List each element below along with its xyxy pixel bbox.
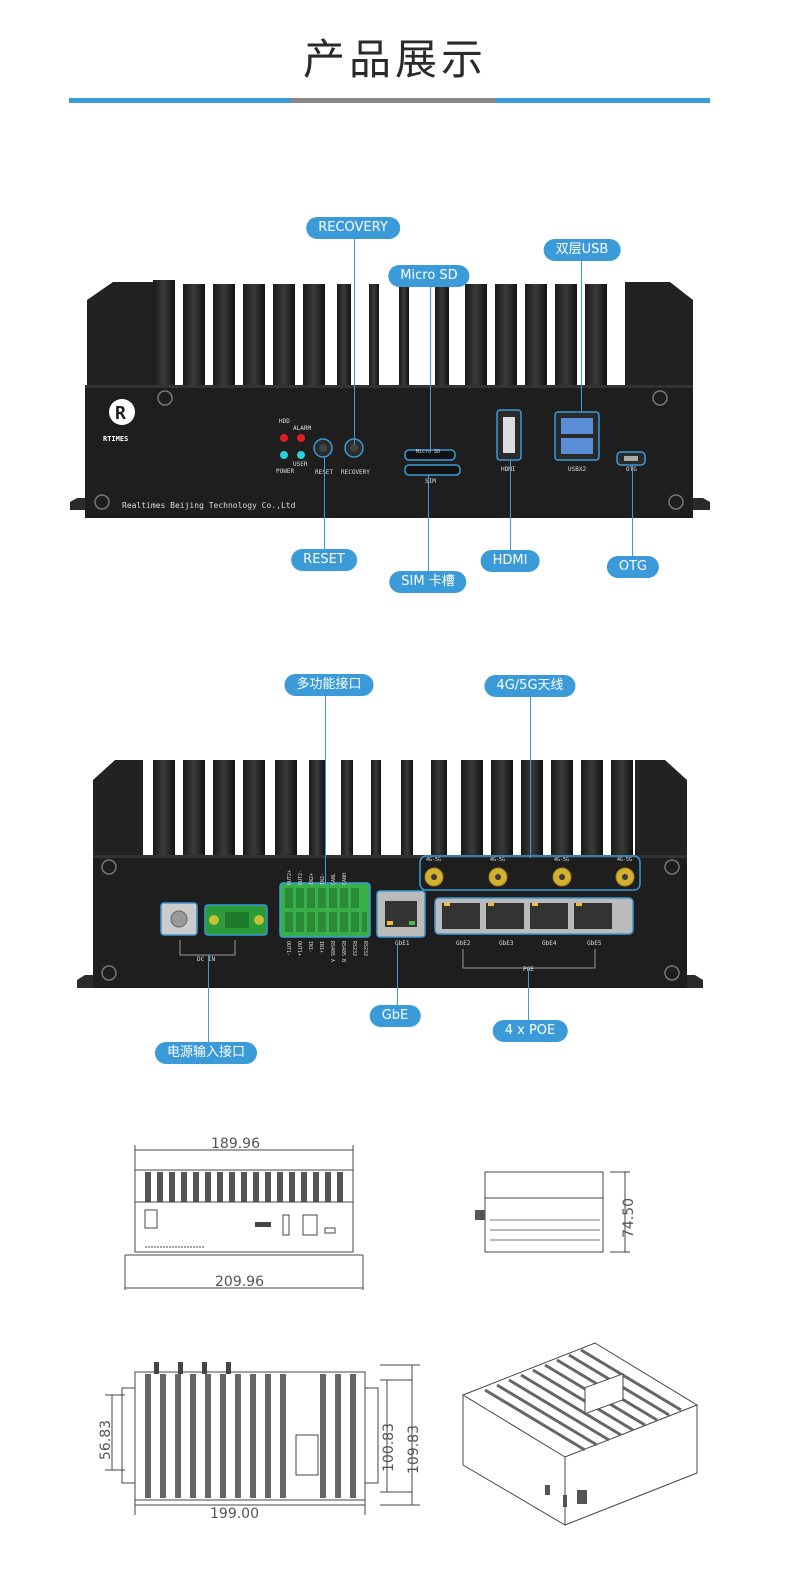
page-title: 产品展示 [302, 35, 487, 84]
svg-text:GbE2: GbE2 [456, 940, 471, 947]
svg-text:ALARM: ALARM [293, 425, 311, 432]
leader-recovery [354, 238, 355, 445]
rtimes-logo: R [109, 399, 135, 425]
drawing-front: 189.96 209.96 [124, 1136, 364, 1290]
callout-gbe: GbE [369, 1005, 421, 1027]
leader-gbe [397, 945, 398, 1008]
svg-text:GbE4: GbE4 [542, 940, 557, 947]
io-label-top: OUT2+ [287, 870, 293, 885]
svg-text:4G-5G: 4G-5G [426, 857, 441, 863]
leader-multi [325, 696, 326, 886]
leader-otg [632, 465, 633, 557]
svg-text:DC IN: DC IN [197, 956, 215, 963]
svg-text:RTIMES: RTIMES [103, 435, 128, 443]
io-label-top: CANL [331, 873, 337, 885]
svg-text:199.00: 199.00 [210, 1506, 259, 1522]
callout-poe: 4 x POE [492, 1020, 568, 1042]
leader-sim [428, 475, 429, 572]
io-label-bottom: RS232 [351, 941, 357, 956]
leader-power [208, 955, 209, 1045]
leader-antenna [530, 696, 531, 858]
rear-device-image: DC IN OUT2+ OUT2- IN2+ IN2- CANL CANH OUT1- OU… [77, 760, 703, 988]
title-underline-right [496, 98, 710, 103]
svg-text:USBX2: USBX2 [568, 466, 586, 473]
io-label-top: IN2+ [309, 873, 315, 885]
svg-text:GbE3: GbE3 [499, 940, 514, 947]
drawing-isometric [461, 1342, 699, 1526]
io-label-bottom: RS485 B [340, 941, 346, 962]
svg-text:SIM: SIM [425, 478, 436, 485]
svg-text:RECOVERY: RECOVERY [341, 469, 370, 476]
svg-text:4G-5G: 4G-5G [490, 857, 505, 863]
callout-sim: SIM 卡槽 [389, 571, 467, 593]
io-label-top: CANH [342, 873, 348, 885]
callout-microsd: Micro SD [388, 265, 470, 287]
leader-microsd [430, 286, 431, 452]
io-label-bottom: OUT1- [285, 941, 291, 956]
front-device-image: R RTIMES Realtimes Beijing Technology Co… [70, 280, 710, 518]
leader-usb [581, 260, 582, 412]
svg-text:189.96: 189.96 [211, 1136, 260, 1152]
io-label-top: OUT2- [298, 870, 304, 885]
title-underline-left [69, 98, 291, 103]
leader-poe [528, 969, 529, 1022]
svg-text:Micro SD: Micro SD [416, 449, 440, 455]
svg-text:HDD: HDD [279, 418, 290, 425]
svg-text:74.50: 74.50 [621, 1198, 637, 1238]
svg-text:4G-5G: 4G-5G [617, 857, 632, 863]
io-label-bottom: RS232 [362, 941, 368, 956]
callout-hdmi: HDMI [480, 550, 540, 572]
svg-text:209.96: 209.96 [215, 1274, 264, 1290]
heatsink-fins-rear [93, 760, 687, 855]
callout-usb: 双层USB [543, 239, 621, 261]
callout-reset: RESET [291, 549, 357, 571]
drawing-top: 199.00 100.83 109.83 56.83 [98, 1362, 422, 1522]
svg-text:GbE1: GbE1 [395, 940, 410, 947]
svg-text:HDMI: HDMI [501, 466, 516, 473]
callout-recovery: RECOVERY [306, 217, 400, 239]
heatsink-fins [87, 280, 693, 385]
svg-text:Realtimes Beijing Technology C: Realtimes Beijing Technology Co.,Ltd [122, 501, 296, 510]
svg-text:R: R [115, 403, 126, 424]
svg-text:POWER: POWER [276, 468, 294, 475]
io-label-bottom: IN1+ [318, 941, 324, 953]
svg-text:OTG: OTG [626, 466, 637, 473]
svg-text:USER: USER [293, 461, 308, 468]
svg-text:56.83: 56.83 [98, 1420, 114, 1460]
leader-reset [324, 457, 325, 550]
svg-text:4G-5G: 4G-5G [554, 857, 569, 863]
callout-antenna: 4G/5G天线 [484, 675, 576, 697]
leader-hdmi [510, 460, 511, 551]
io-label-bottom: RS485 A [329, 941, 335, 962]
title-underline-mid [291, 98, 496, 103]
io-label-top: IN2- [320, 873, 326, 885]
svg-text:100.83: 100.83 [381, 1423, 397, 1472]
svg-text:109.83: 109.83 [406, 1425, 422, 1474]
callout-multi: 多功能接口 [284, 674, 374, 696]
io-label-bottom: IN1- [307, 941, 313, 953]
svg-text:GbE5: GbE5 [587, 940, 602, 947]
callout-power: 电源输入接口 [154, 1042, 258, 1064]
callout-otg: OTG [606, 556, 660, 578]
io-label-bottom: OUT1+ [296, 941, 302, 956]
drawing-side: 74.50 [475, 1171, 637, 1253]
